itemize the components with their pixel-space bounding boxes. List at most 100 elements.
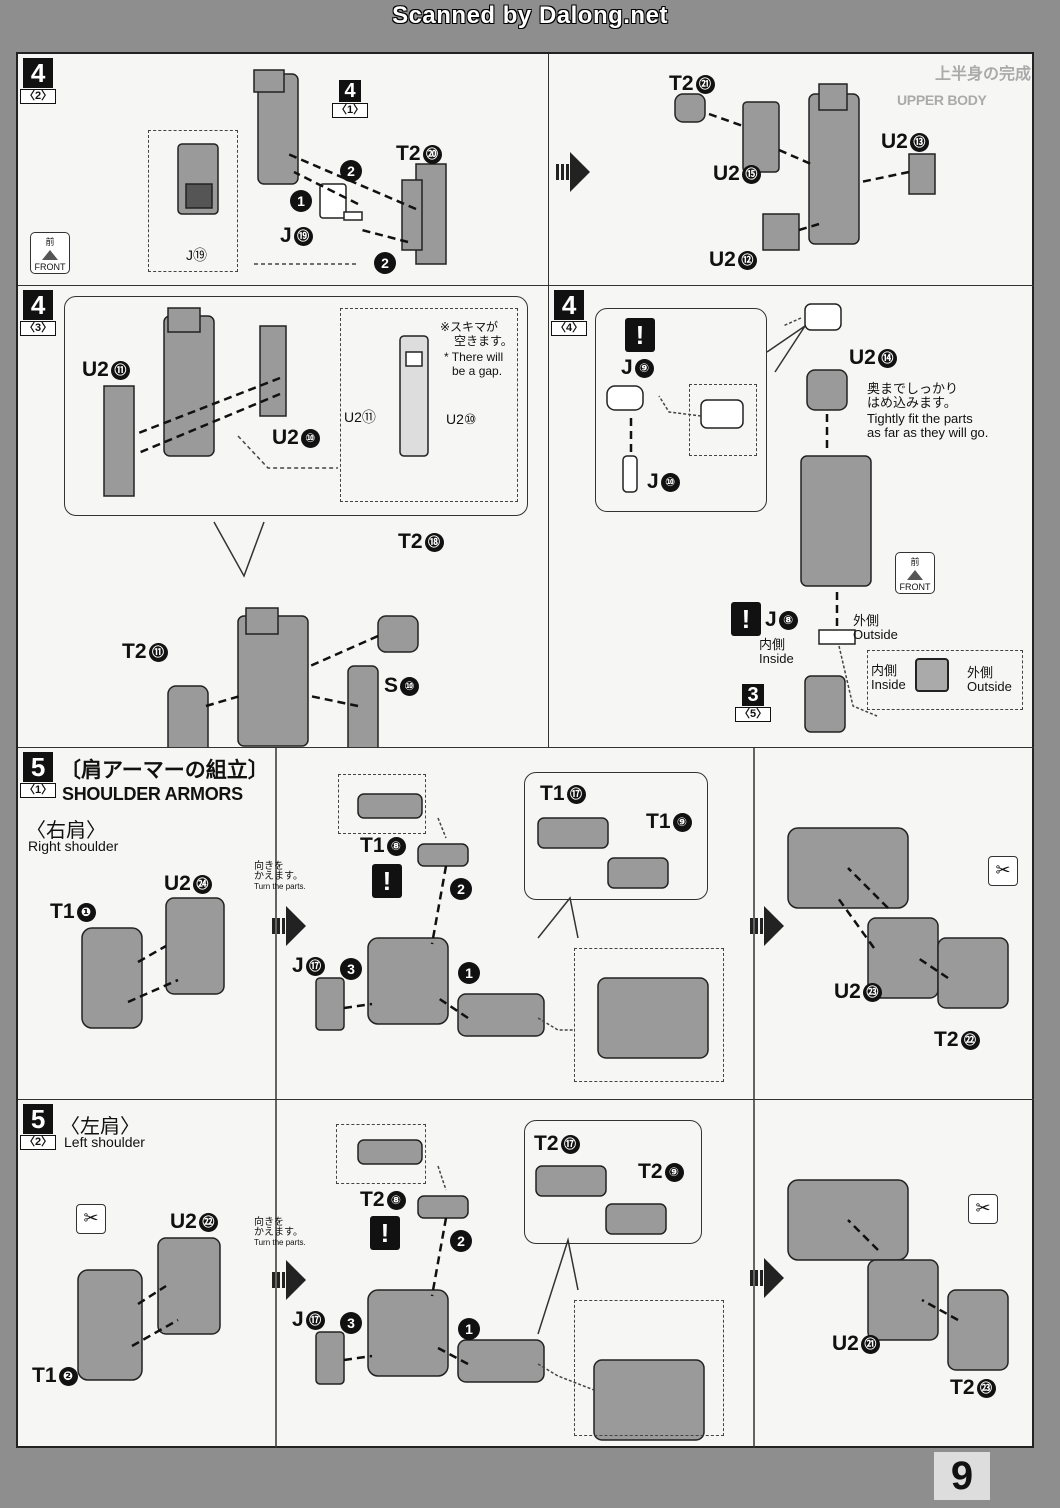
cutter-icon-5-2a: ✂ — [76, 1204, 106, 1234]
step-number-5-2: 5 〈2〉 — [20, 1104, 57, 1150]
step-number-4-3: 4 〈3〉 — [20, 290, 57, 336]
panel-step-5-1: 5 〈1〉 〔肩アーマーの組立〕 SHOULDER ARMORS 〈右肩〉 Ri… — [18, 748, 1034, 1100]
warning-icon-5-2: ! — [370, 1216, 400, 1250]
right-shoulder-en: Right shoulder — [28, 838, 119, 854]
cutter-icon-5-1: ✂ — [988, 856, 1018, 886]
shoulder-armor-title-en: SHOULDER ARMORS — [62, 784, 243, 804]
right-shoulder-jp: 〈右肩〉 — [26, 820, 106, 842]
warning-icon-5-1: ! — [372, 864, 402, 898]
warning-icon-j9: ! — [625, 318, 655, 352]
detail-box-5-2-assembly — [574, 1300, 724, 1436]
turn-note-5-2: 向きをかえます。Turn the parts. — [254, 1217, 306, 1248]
flow-arrow-1 — [556, 152, 590, 192]
fit-note-jp: 奥までしっかりはめ込みます。 — [867, 381, 959, 410]
flow-arrow-4 — [272, 1260, 306, 1300]
sequence-2b: 2 — [374, 252, 396, 274]
sequence-3-5-2: 3 — [340, 1312, 362, 1334]
label-detail-u2-11: U2⑪ — [344, 409, 376, 425]
sequence-1-5-1: 1 — [458, 962, 480, 984]
detail-box-j19 — [148, 130, 238, 272]
detail-bubble-4-3 — [64, 296, 528, 516]
reference-step-3-5: 3 〈5〉 — [735, 684, 772, 722]
upper-body-heading-en: UPPER BODY — [897, 92, 987, 108]
step-number-4-4: 4 〈4〉 — [551, 290, 588, 336]
label-detail-u2-10: U2⑩ — [446, 411, 477, 427]
front-arrow-icon — [907, 570, 923, 580]
right-shoulder-illustration — [81, 748, 1009, 1099]
step-4-3-illustration — [103, 307, 429, 747]
sequence-1: 1 — [290, 190, 312, 212]
upper-body-heading-jp: 上半身の完成 — [935, 66, 1032, 83]
flow-arrow-5 — [750, 1258, 784, 1298]
detail-bubble-5-2 — [524, 1120, 702, 1244]
shoulder-armor-title-jp: 〔肩アーマーの組立〕 — [60, 759, 269, 782]
sequence-2-5-2: 2 — [450, 1230, 472, 1252]
cutter-icon-5-2b: ✂ — [968, 1194, 998, 1224]
warning-icon-j8: ! — [731, 602, 761, 636]
j8-detail-part — [915, 658, 949, 692]
sequence-3-5-1: 3 — [340, 958, 362, 980]
upper-body-illustration — [674, 83, 936, 251]
detail-bubble-5-1 — [524, 772, 708, 900]
detail-box-5-1-assembly — [574, 948, 724, 1082]
detail-box-gap — [340, 308, 518, 502]
page-number: 9 — [934, 1452, 990, 1500]
sequence-1-5-2: 1 — [458, 1318, 480, 1340]
parts-illustration — [177, 69, 447, 265]
gap-note-jp: ※スキマが空きます。 — [440, 320, 513, 348]
left-shoulder-en: Left shoulder — [64, 1134, 145, 1150]
flow-arrow-3 — [750, 906, 784, 946]
flow-arrow-2 — [272, 906, 306, 946]
step-number-4-2: 4 〈2〉 — [20, 58, 57, 104]
watermark: Scanned by Dalong.net — [392, 2, 668, 29]
sequence-2-5-1: 2 — [450, 878, 472, 900]
step-number-5-1: 5 〈1〉 — [20, 752, 57, 798]
sequence-2a: 2 — [340, 160, 362, 182]
left-shoulder-illustration — [77, 1100, 1009, 1448]
detail-box-j8 — [867, 650, 1023, 710]
step-4-4-illustration — [606, 303, 878, 733]
